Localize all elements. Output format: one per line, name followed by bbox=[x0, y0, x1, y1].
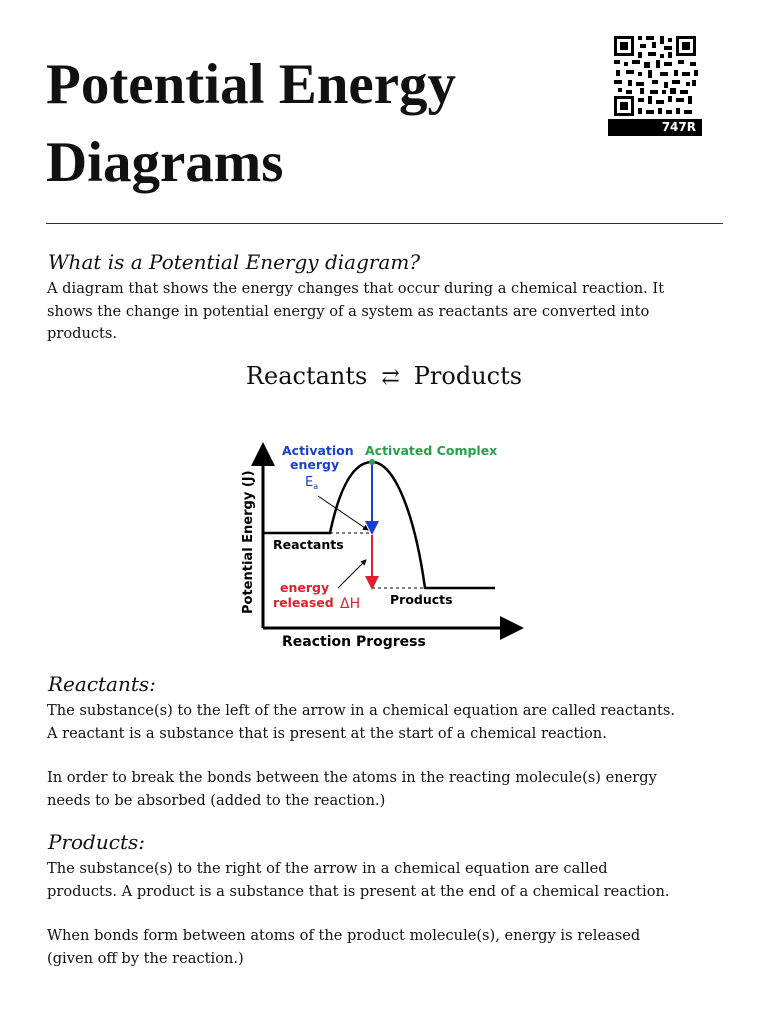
ea-symbol: Ea bbox=[305, 475, 318, 491]
reaction-equation: Reactants ⇄ Products bbox=[0, 362, 768, 390]
title-line-1: Potential Energy bbox=[46, 53, 457, 116]
intro-line-1: A diagram that shows the energy changes … bbox=[47, 280, 665, 297]
activation-label-line-2: energy bbox=[290, 457, 339, 472]
energy-curve bbox=[263, 460, 495, 590]
x-axis-label: Reaction Progress bbox=[282, 634, 426, 650]
products-p1-line-1: The substance(s) to the right of the arr… bbox=[47, 860, 608, 877]
dh-pointer-arrow bbox=[337, 559, 367, 589]
intro-paragraph: A diagram that shows the energy changes … bbox=[47, 278, 727, 346]
intro-line-2: shows the change in potential energy of … bbox=[47, 302, 650, 320]
products-paragraph-1: The substance(s) to the right of the arr… bbox=[47, 858, 727, 903]
title-line-2: Diagrams bbox=[46, 131, 284, 194]
qr-code bbox=[608, 32, 702, 120]
equation-reactants: Reactants bbox=[245, 362, 368, 390]
intro-heading: What is a Potential Energy diagram? bbox=[48, 250, 421, 274]
reactants-paragraph-1: The substance(s) to the left of the arro… bbox=[47, 700, 727, 745]
reactants-p2-line-1: In order to break the bonds between the … bbox=[47, 769, 657, 786]
products-paragraph-2: When bonds form between atoms of the pro… bbox=[47, 925, 727, 970]
reactants-p1-line-1: The substance(s) to the left of the arro… bbox=[47, 702, 675, 719]
y-axis-label: Potential Energy (J) bbox=[241, 470, 256, 614]
energy-released-line-1: energy bbox=[280, 580, 329, 595]
title-divider bbox=[46, 223, 723, 224]
products-p2-line-1: When bonds form between atoms of the pro… bbox=[47, 927, 641, 944]
intro-line-3: products. bbox=[47, 325, 118, 342]
reactants-label: Reactants bbox=[273, 537, 344, 552]
products-p1-line-2: products. A product is a substance that … bbox=[47, 882, 670, 900]
equation-products: Products bbox=[413, 362, 523, 390]
ea-pointer-arrow bbox=[317, 495, 369, 531]
delta-h-label: ΔH bbox=[340, 596, 360, 612]
reactants-p1-line-2: A reactant is a substance that is presen… bbox=[47, 724, 607, 742]
equilibrium-arrow-icon: ⇄ bbox=[381, 365, 400, 390]
reactants-heading: Reactants: bbox=[48, 672, 156, 696]
potential-energy-diagram: Potential Energy (J) Reaction Progress A… bbox=[241, 442, 524, 650]
activated-complex-dot bbox=[369, 459, 375, 465]
activated-complex-label: Activated Complex bbox=[365, 443, 497, 458]
reactants-paragraph-2: In order to break the bonds between the … bbox=[47, 767, 727, 812]
activation-label-line-1: Activation bbox=[282, 443, 354, 458]
qr-code-label: 747R bbox=[608, 119, 702, 136]
page-title: Potential Energy Diagrams bbox=[46, 46, 606, 202]
products-label: Products bbox=[390, 592, 453, 607]
products-heading: Products: bbox=[48, 830, 145, 854]
energy-released-line-2: released bbox=[273, 595, 334, 610]
products-p2-line-2: (given off by the reaction.) bbox=[47, 949, 244, 967]
reactants-p2-line-2: needs to be absorbed (added to the react… bbox=[47, 791, 386, 809]
